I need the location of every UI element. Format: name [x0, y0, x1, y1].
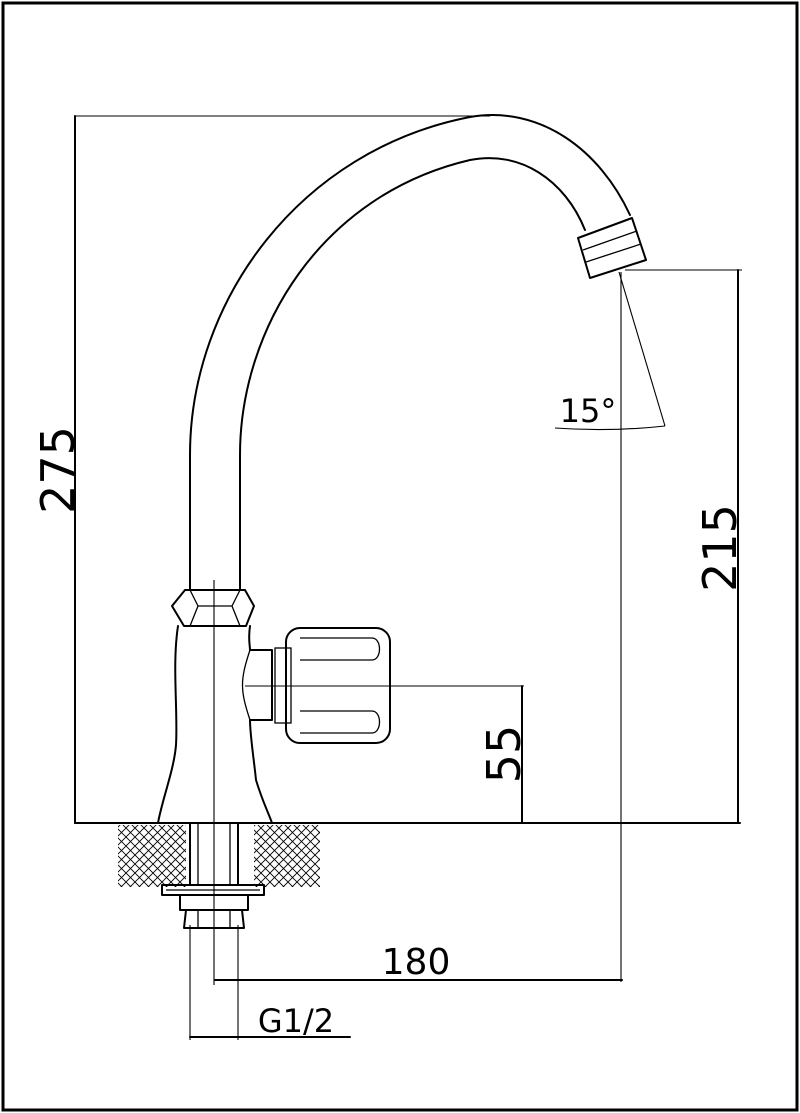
spout-angle: 15°	[554, 271, 666, 431]
dimension-g12: G1/2	[189, 925, 351, 1040]
dimension-55: 55	[245, 685, 531, 824]
countertop-section	[118, 825, 320, 887]
hex-nut	[171, 589, 255, 627]
dimension-55-label: 55	[477, 725, 531, 784]
faucet-spout	[189, 114, 647, 591]
faucet-handle[interactable]	[274, 627, 391, 744]
dimension-180: 180	[214, 272, 623, 983]
dimension-g12-label: G1/2	[258, 1002, 334, 1040]
dimension-275: 275	[31, 115, 490, 824]
dimension-275-label: 275	[31, 426, 85, 514]
aerator-nozzle	[577, 217, 647, 279]
dimension-215: 215	[625, 269, 747, 824]
dimension-215-label: 215	[693, 504, 747, 592]
faucet-body	[157, 625, 273, 824]
mounting-shank	[161, 822, 265, 929]
dimension-180-label: 180	[382, 942, 451, 983]
spout-angle-label: 15°	[560, 392, 617, 430]
